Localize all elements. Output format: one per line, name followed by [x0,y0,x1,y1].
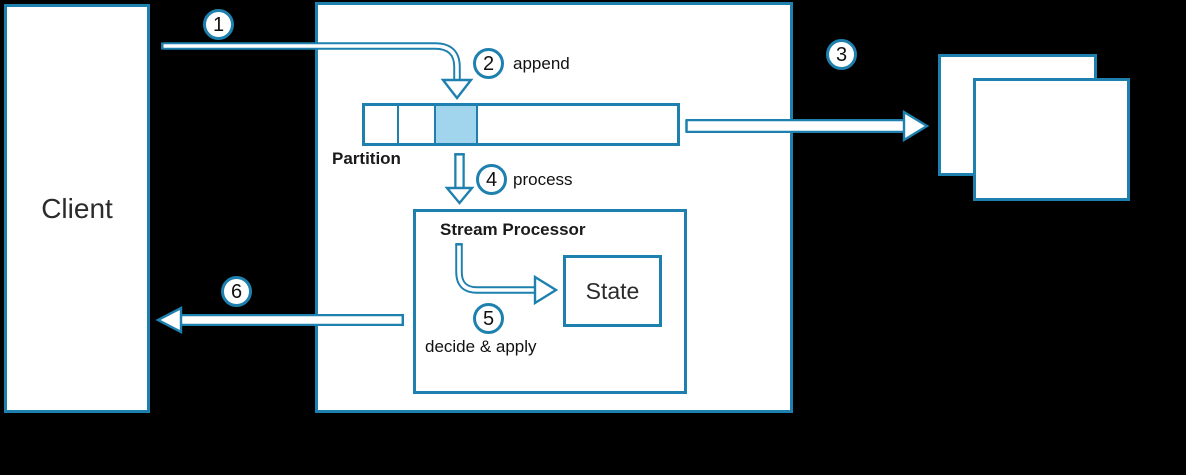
step-circle-3: 3 [826,39,857,70]
state-box: State [563,255,662,327]
step-circle-5: 5 [473,303,504,334]
step-circle-1: 1 [203,9,234,40]
step-number: 2 [482,52,495,75]
step-label-process: process [513,170,573,189]
partition-cell [476,106,677,143]
partition-bar [362,103,680,146]
step-label-decide-apply: decide & apply [425,337,537,356]
client-label: Client [41,192,113,224]
step-number: 6 [230,280,243,303]
partition-cell [399,106,436,143]
step-circle-2: 2 [473,48,504,79]
step-number: 3 [835,43,848,66]
client-box: Client [4,4,150,413]
partition-cell [365,106,399,143]
partition-cell-highlighted [436,106,476,143]
stream-processor-label: Stream Processor [440,220,586,239]
step-number: 4 [485,168,498,191]
state-label: State [585,277,640,304]
step-circle-4: 4 [476,164,507,195]
stacked-panel-front [973,78,1130,201]
partition-label: Partition [332,149,401,168]
step-circle-6: 6 [221,276,252,307]
step-number: 5 [482,307,495,330]
step-number: 1 [212,13,225,36]
step-label-append: append [513,54,570,73]
